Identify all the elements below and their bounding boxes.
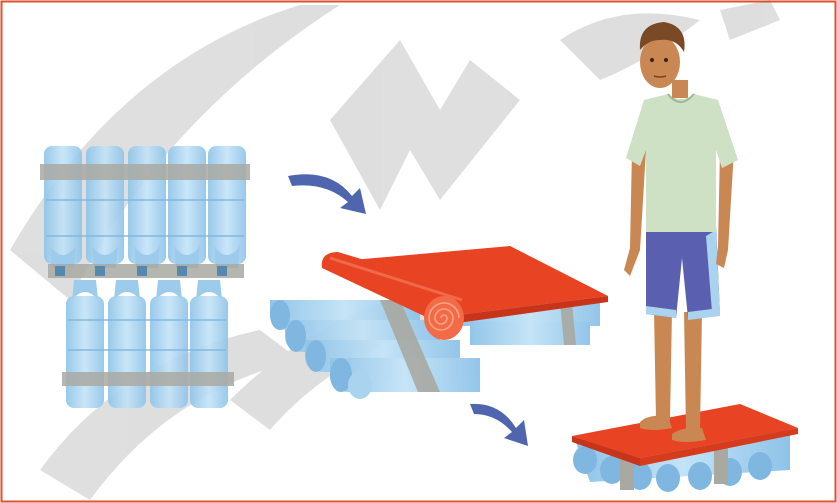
tape-band-top bbox=[40, 164, 250, 180]
finished-raft bbox=[572, 404, 798, 492]
person bbox=[624, 22, 738, 442]
bottle-bundle bbox=[40, 146, 250, 408]
arrow-step-2-icon bbox=[470, 404, 528, 446]
tape-band-bottom bbox=[62, 372, 234, 386]
arrow-step-1-icon bbox=[288, 174, 366, 214]
